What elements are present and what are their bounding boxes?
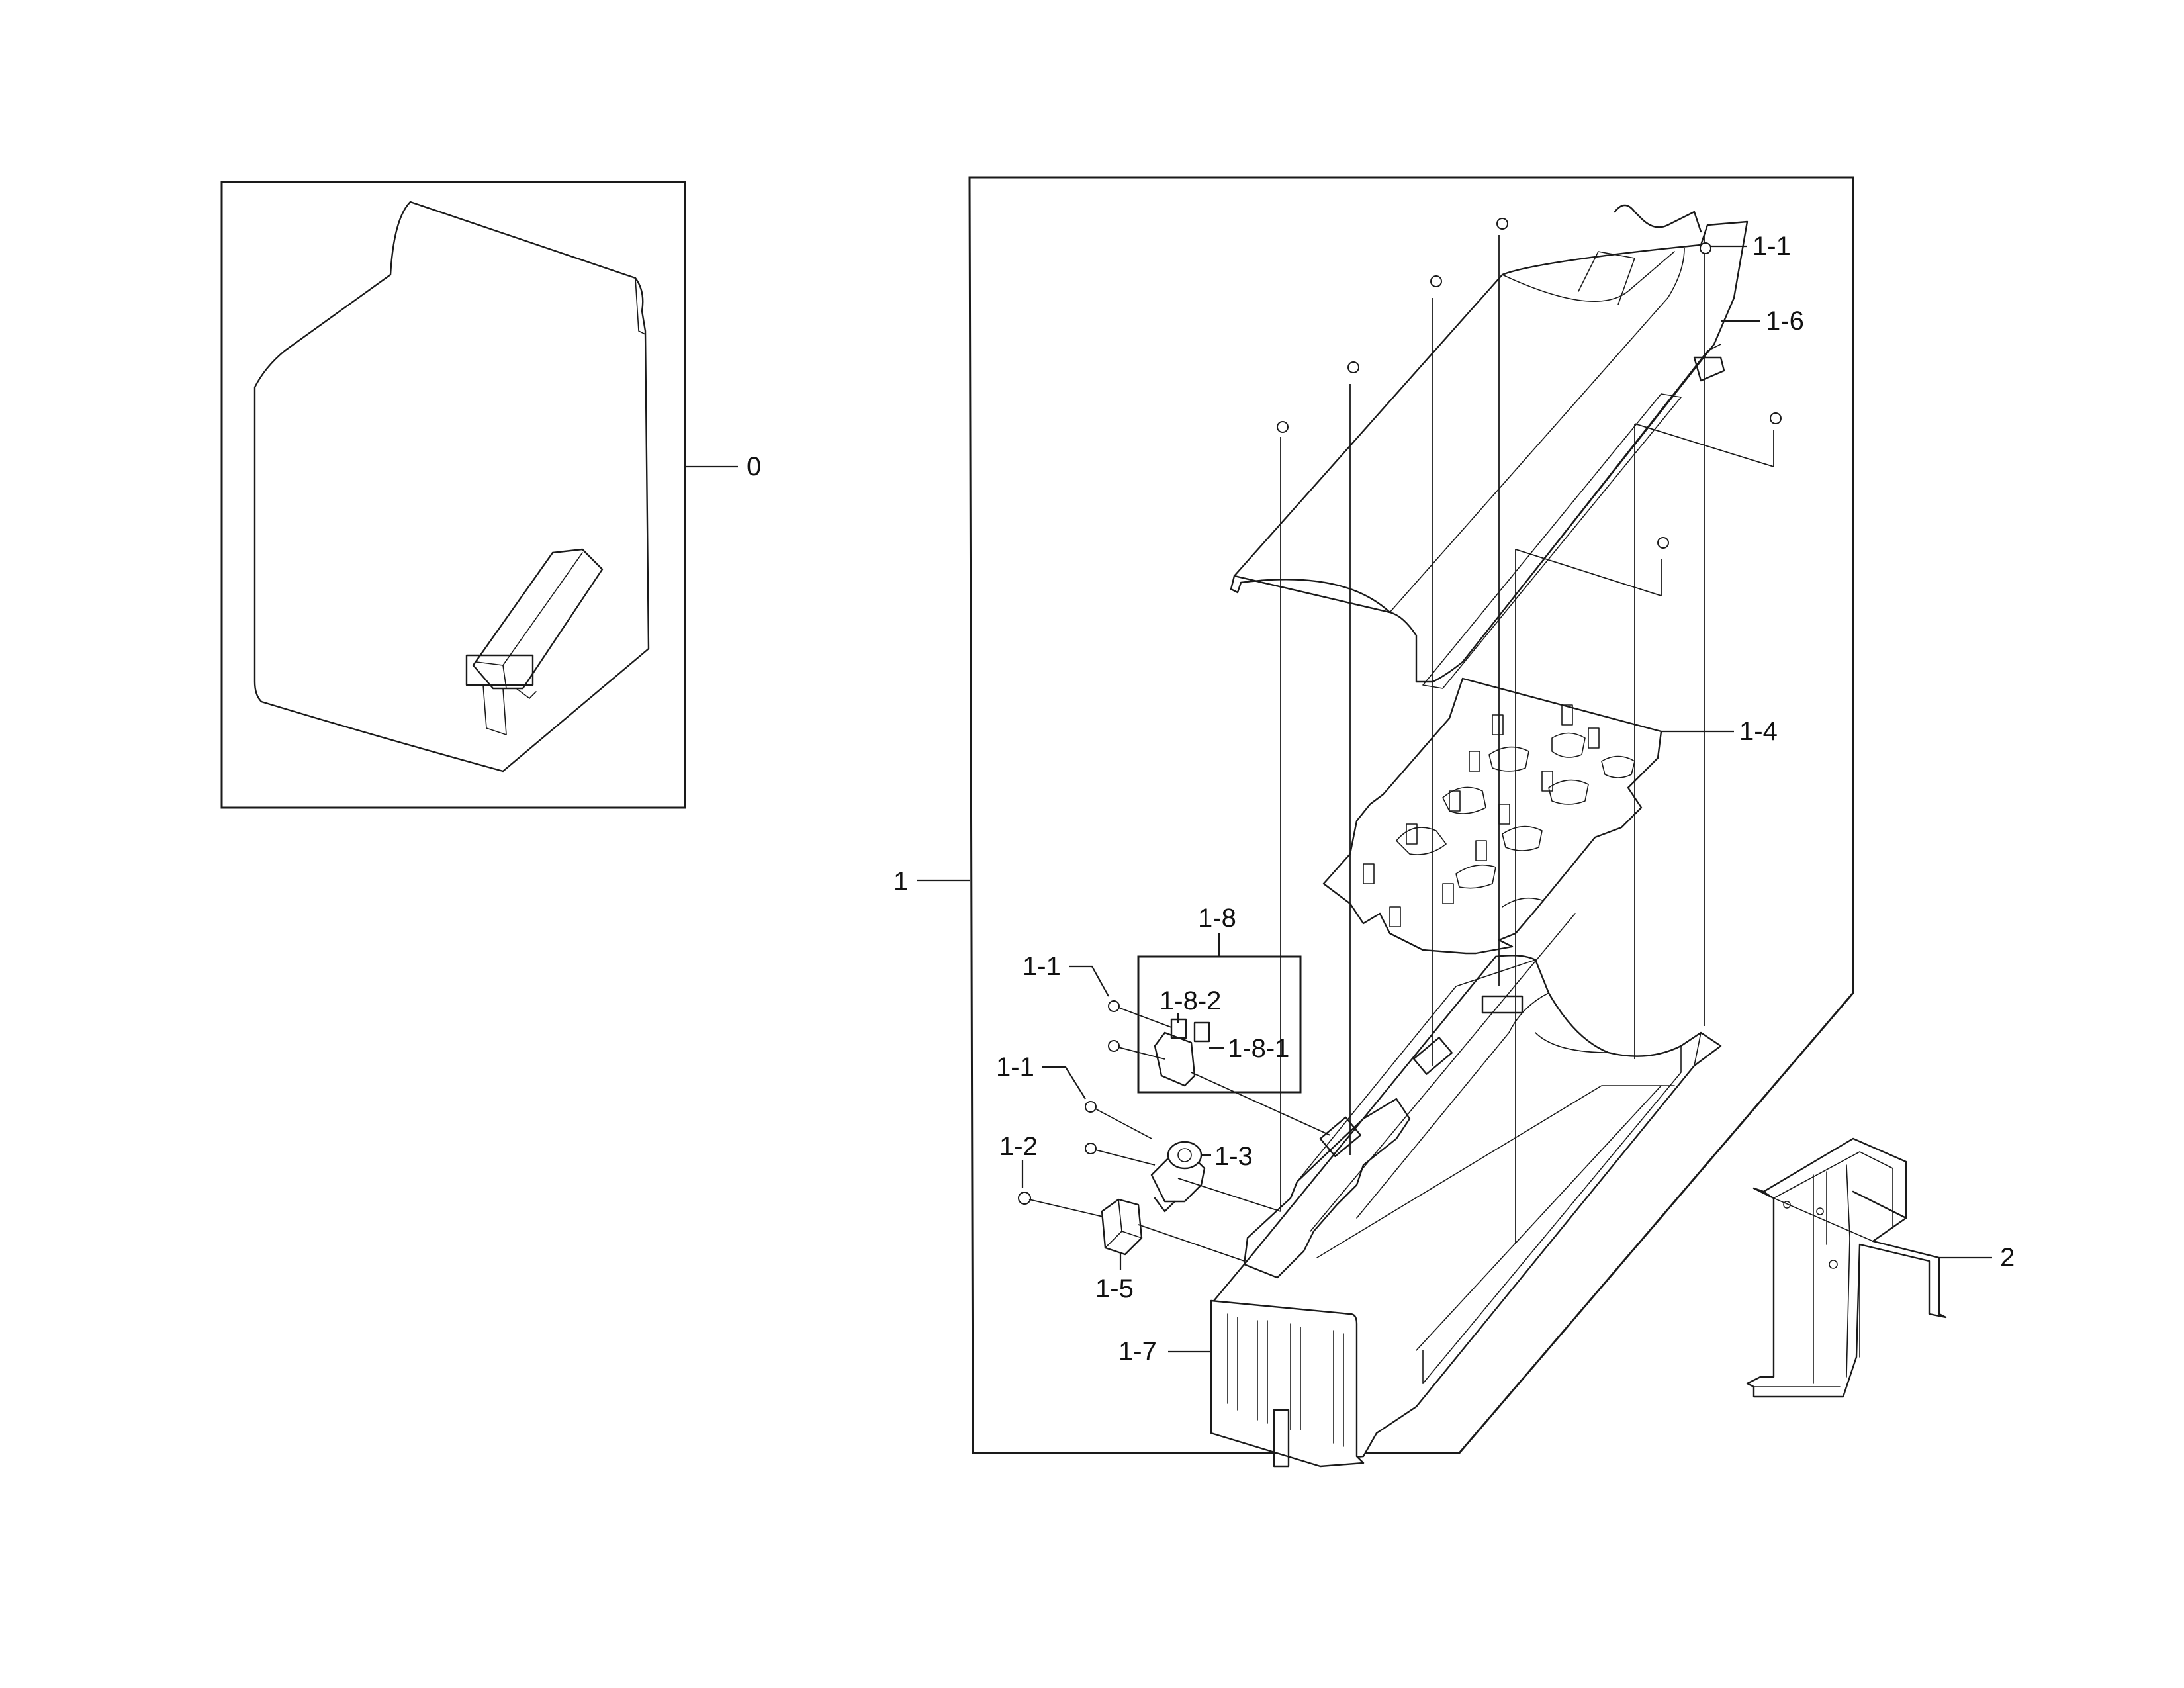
callout-1-6: 1-6 (1766, 306, 1804, 336)
cabinet-top-edge (635, 277, 646, 335)
thermostat-group-1-8: 1-8 1-8-2 1-8-1 (1137, 904, 1302, 1094)
inset-frame (220, 181, 686, 809)
callout-1-1-top: 1-1 (1752, 232, 1791, 261)
assembly-guide-lines (1280, 235, 1774, 1244)
heater-element-1-4: 1-4 (1322, 677, 1778, 955)
main-assembly-frame: 1 (893, 176, 1854, 1454)
screw-icon (1700, 242, 1711, 254)
callout-1-5: 1-5 (1095, 1274, 1134, 1303)
callout-1-1-mid: 1-1 (1023, 952, 1061, 981)
leader-1-1-low (1042, 1066, 1086, 1100)
screw-icon (1770, 412, 1782, 424)
callout-1-4: 1-4 (1739, 717, 1778, 746)
screw-icon (1085, 1101, 1097, 1113)
heater-cover-1-6 (1230, 204, 1749, 689)
thermostat-1-3 (1150, 1141, 1206, 1213)
inset-heater-duct (465, 548, 604, 735)
screw-icon (1085, 1143, 1097, 1154)
screw-icon (1657, 537, 1669, 549)
inset-dryer-overview: 0 (220, 181, 761, 809)
screw-icon (1277, 421, 1289, 433)
callout-1-3: 1-3 (1214, 1142, 1253, 1171)
leader-1-1-mid (1069, 965, 1109, 997)
screw-icon (1430, 275, 1442, 287)
screw-icon (1108, 1000, 1120, 1012)
callout-1-8-1: 1-8-1 (1228, 1034, 1289, 1063)
callout-0: 0 (747, 452, 761, 481)
clip-1-5 (1101, 1198, 1143, 1256)
callout-1-8: 1-8 (1198, 904, 1236, 933)
callout-1-7: 1-7 (1118, 1337, 1157, 1366)
callout-1-1-low: 1-1 (996, 1053, 1034, 1082)
dryer-cabinet-outline (253, 201, 650, 773)
assembly-1-frame (968, 176, 1854, 1454)
high-limit-thermostat (1154, 1018, 1210, 1087)
bracket-2 (1746, 1137, 1947, 1398)
screw-icon (1496, 218, 1508, 230)
callout-1-8-2: 1-8-2 (1160, 986, 1221, 1015)
callout-1-2: 1-2 (999, 1132, 1038, 1161)
callout-2: 2 (2000, 1243, 2015, 1272)
cover-screws (1277, 218, 1782, 549)
heater-housing-1-7: 1-7 (1118, 913, 1722, 1468)
callout-1: 1 (893, 867, 908, 896)
screw-icon (1018, 1192, 1031, 1205)
screw-icon (1108, 1040, 1120, 1052)
screw-icon (1347, 361, 1359, 373)
